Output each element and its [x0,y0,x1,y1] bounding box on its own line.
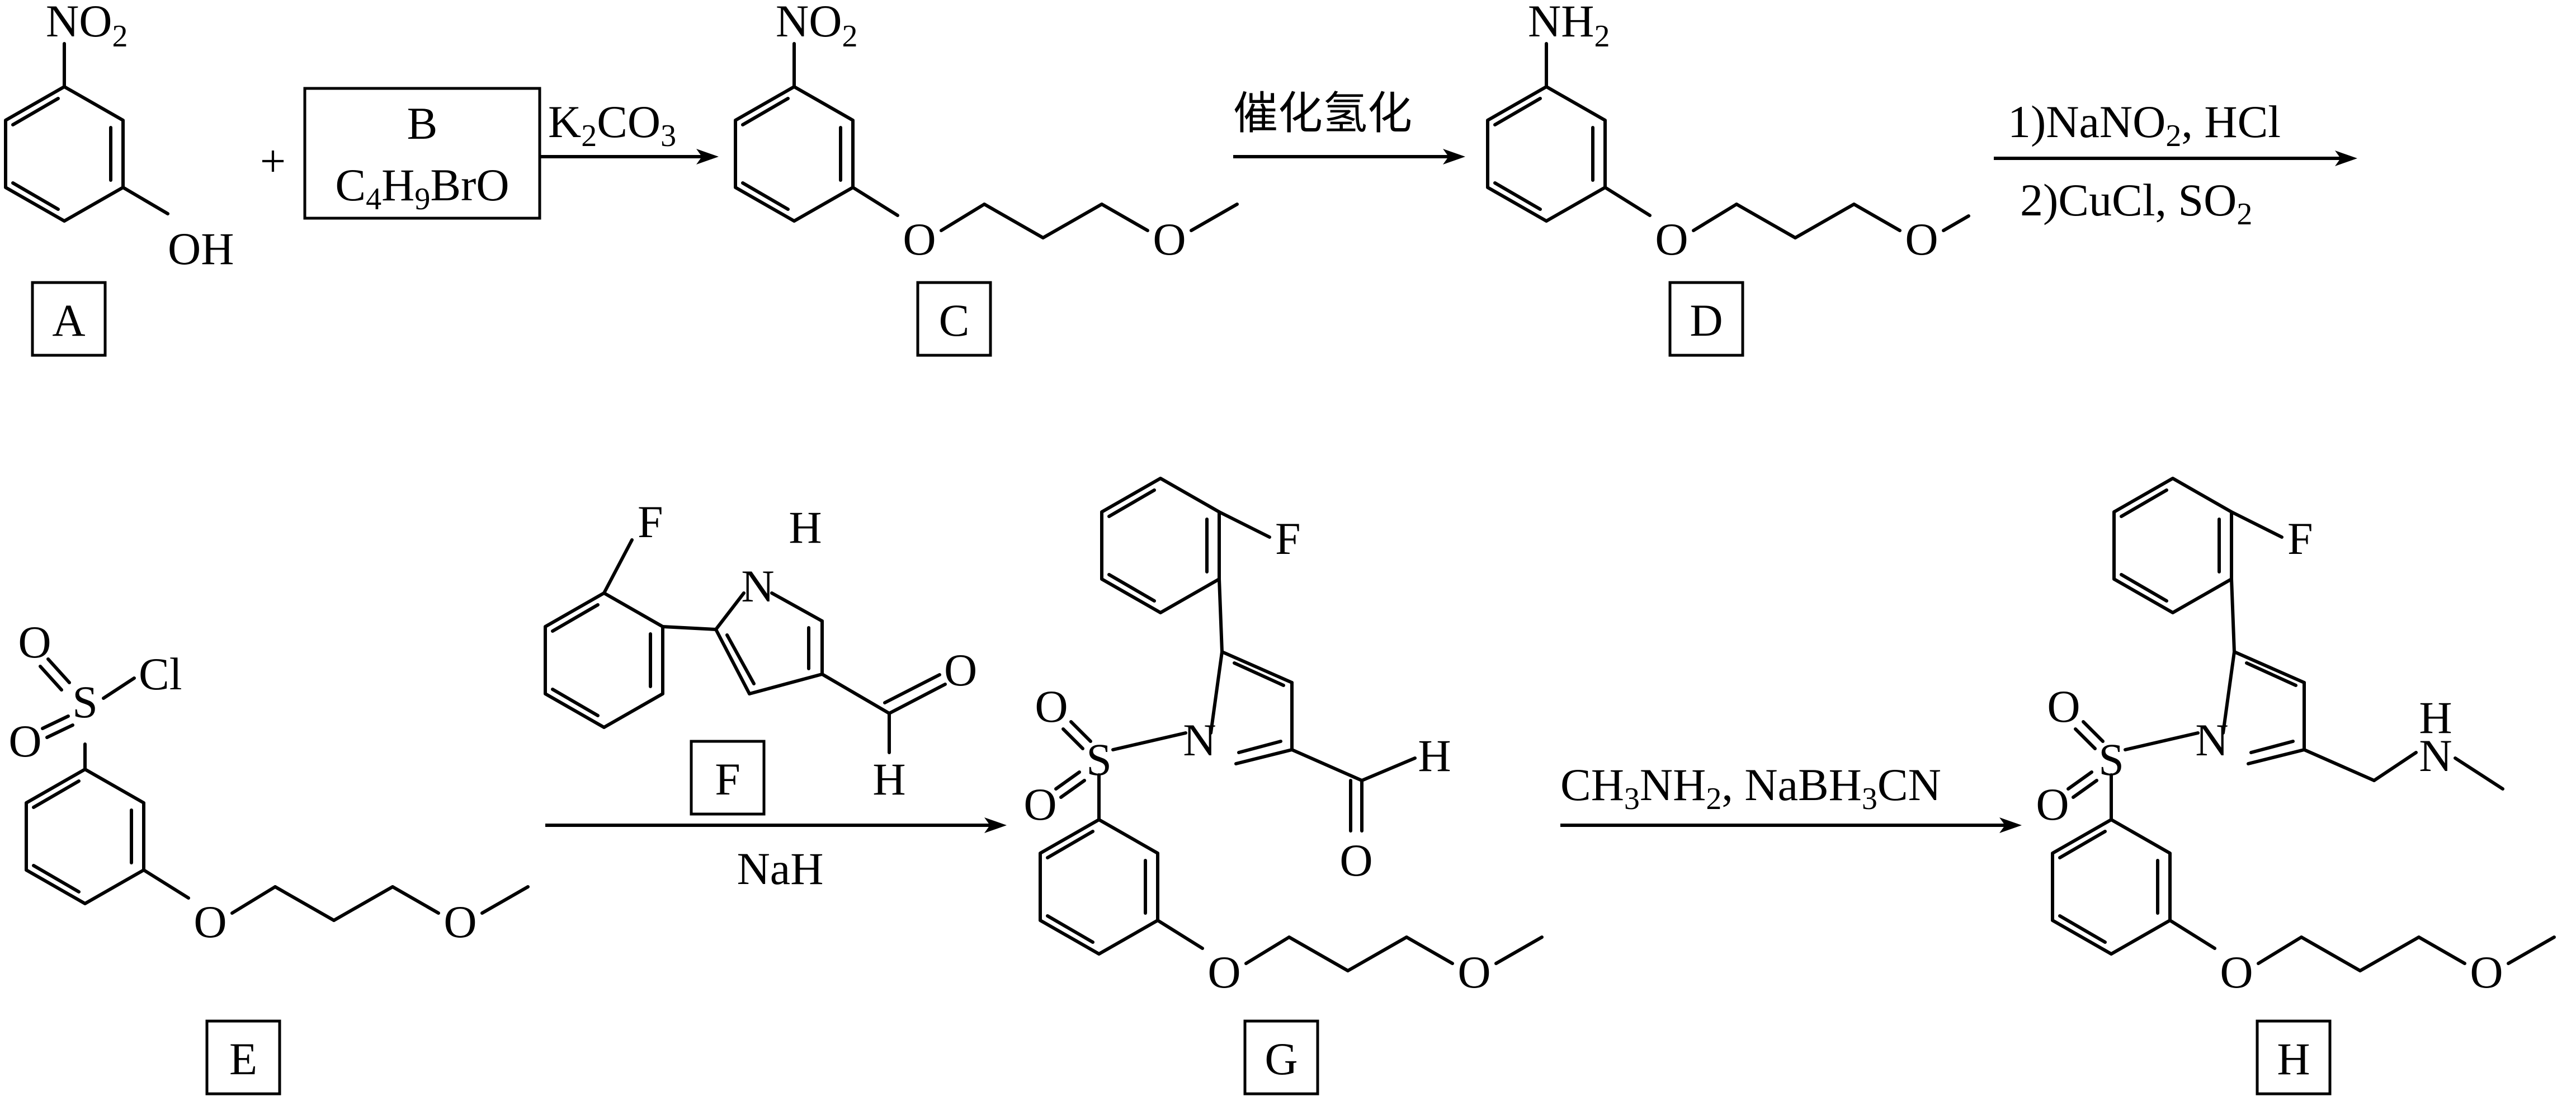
reagent-b: B C4H9BrO [303,87,541,220]
compound-f-skeleton [544,538,947,754]
nitro-group-label: NO2 [46,0,128,54]
ether-oxygen-label: O [1905,214,1938,265]
compound-h-label: H [2277,1033,2310,1084]
aldehyde-hydrogen-label: H [872,754,905,805]
compound-c-label: C [939,295,970,346]
compound-c-label-box [916,281,992,357]
reagent-line-1: 1)NaNO2, HCl [2008,96,2281,153]
reagent-b-box [303,87,541,220]
ether-oxygen-label: O [1207,947,1240,998]
aldehyde-oxygen-label: O [944,645,977,695]
pyrrole-nitrogen-label: N [1183,714,1216,765]
arrow-step-3: 1)NaNO2, HCl 2)CuCl, SO2 [1994,96,2357,232]
compound-h: F N S O O H N O O H [2036,477,2556,1095]
ether-oxygen-label: O [2470,947,2503,998]
reagent-k2co3: K2CO3 [548,96,676,153]
compound-a-label: A [52,295,85,346]
sulfonyl-oxygen-label: O [2047,681,2080,732]
compound-d-label: D [1690,295,1723,346]
reagent-nah: NaH [737,843,824,894]
reagent-catalytic-hydrogenation: 催化氢化 [1233,87,1412,139]
compound-d-skeleton [1486,42,1970,239]
sulfur-label: S [72,676,98,727]
reagent-line-2: 2)CuCl, SO2 [2020,175,2252,232]
pyrrole-nh-hydrogen-label: H [789,502,822,553]
pyrrole-nitrogen-label: N [741,561,774,612]
compound-c: NO2 O O C [734,0,1239,357]
compound-e-skeleton [25,657,530,922]
reagent-b-label: B [407,98,438,149]
compound-h-skeleton [2051,477,2556,972]
amine-nitrogen-label: N [2419,730,2452,781]
sulfonyl-oxygen-label: O [18,617,51,667]
fluorine-label: F [638,496,663,547]
aldehyde-oxygen-label: O [1339,835,1372,886]
ether-oxygen-label: O [2220,947,2253,998]
compound-f: F H N O H F [544,496,977,816]
ether-oxygen-label: O [1153,214,1186,265]
arrow-step-4: NaH [545,817,1007,894]
nitro-group-label: NO2 [776,0,857,54]
sulfonyl-oxygen-label: O [1023,779,1056,830]
reagent-b-formula: C4H9BrO [335,159,509,217]
hydroxyl-label: OH [168,223,234,274]
sulfonyl-oxygen-label: O [8,716,41,767]
compound-h-label-box [2256,1019,2332,1095]
ether-oxygen-label: O [1457,947,1490,998]
fluorine-label: F [2287,513,2313,564]
compound-e-label: E [229,1033,257,1084]
sulfonyl-oxygen-label: O [1035,681,1068,732]
sulfur-label: S [1086,734,1112,785]
plus-sign: + [260,135,286,186]
amine-hydrogen-label: H [2419,692,2452,743]
compound-d: NH2 O O D [1486,0,1970,357]
compound-g-label: G [1265,1033,1298,1084]
arrow-step-5: CH3NH2, NaBH3CN [1560,759,2022,833]
ether-oxygen-label: O [1655,214,1688,265]
compound-a: NO2 OH A [4,0,234,357]
reagent-ch3nh2-nabh3cn: CH3NH2, NaBH3CN [1560,759,1941,816]
chlorine-label: Cl [139,648,182,699]
aldehyde-hydrogen-label: H [1418,730,1451,781]
compound-a-label-box [31,281,107,357]
arrow-step-1: K2CO3 [540,96,719,164]
compound-f-label: F [715,754,740,805]
ether-oxygen-label: O [444,896,476,947]
compound-e-label-box [205,1019,281,1095]
compound-c-skeleton [734,42,1239,239]
sulfonyl-oxygen-label: O [2036,779,2069,830]
compound-e: O O S Cl O O E [8,617,530,1095]
compound-f-label-box [690,740,766,816]
compound-a-ring [4,42,169,223]
ether-oxygen-label: O [194,896,227,947]
compound-d-label-box [1668,281,1744,357]
compound-g-skeleton [1039,477,1544,972]
sulfur-label: S [2098,734,2124,785]
fluorine-label: F [1275,513,1301,564]
compound-g-label-box [1243,1019,1319,1095]
arrow-step-2: 催化氢化 [1233,87,1465,164]
compound-g: F N S O O H O O O G [1023,477,1544,1095]
pyrrole-nitrogen-label: N [2195,714,2228,765]
amino-group-label: NH2 [1528,0,1610,54]
ether-oxygen-label: O [903,214,936,265]
